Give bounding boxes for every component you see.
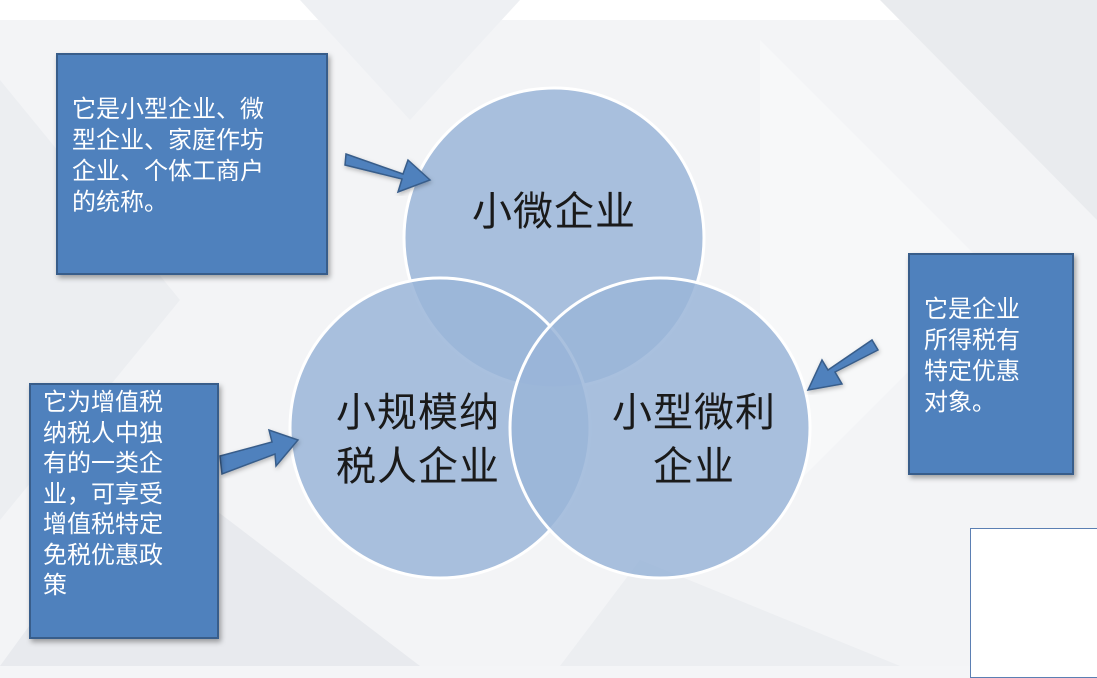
note-right: 它是企业 所得税有 特定优惠 对象。: [908, 253, 1074, 475]
label-top-circle: 小微企业: [472, 189, 636, 235]
note-top-left: 它是小型企业、微 型企业、家庭作坊 企业、个体工商户 的统称。: [56, 53, 328, 275]
venn-circles: [288, 86, 812, 580]
label-left-circle: 小规模纳 税人企业: [336, 390, 500, 490]
arrow-top: [344, 152, 432, 194]
arrow-left: [219, 428, 300, 476]
arrow-right: [806, 338, 880, 391]
corner-frame: [970, 528, 1097, 678]
circle-right: [508, 276, 812, 580]
label-right-circle: 小型微利 企业: [612, 390, 776, 490]
note-bottom-left: 它为增值税 纳税人中独 有的一类企 业，可享受 增值税特定 免税优惠政 策: [29, 383, 219, 639]
